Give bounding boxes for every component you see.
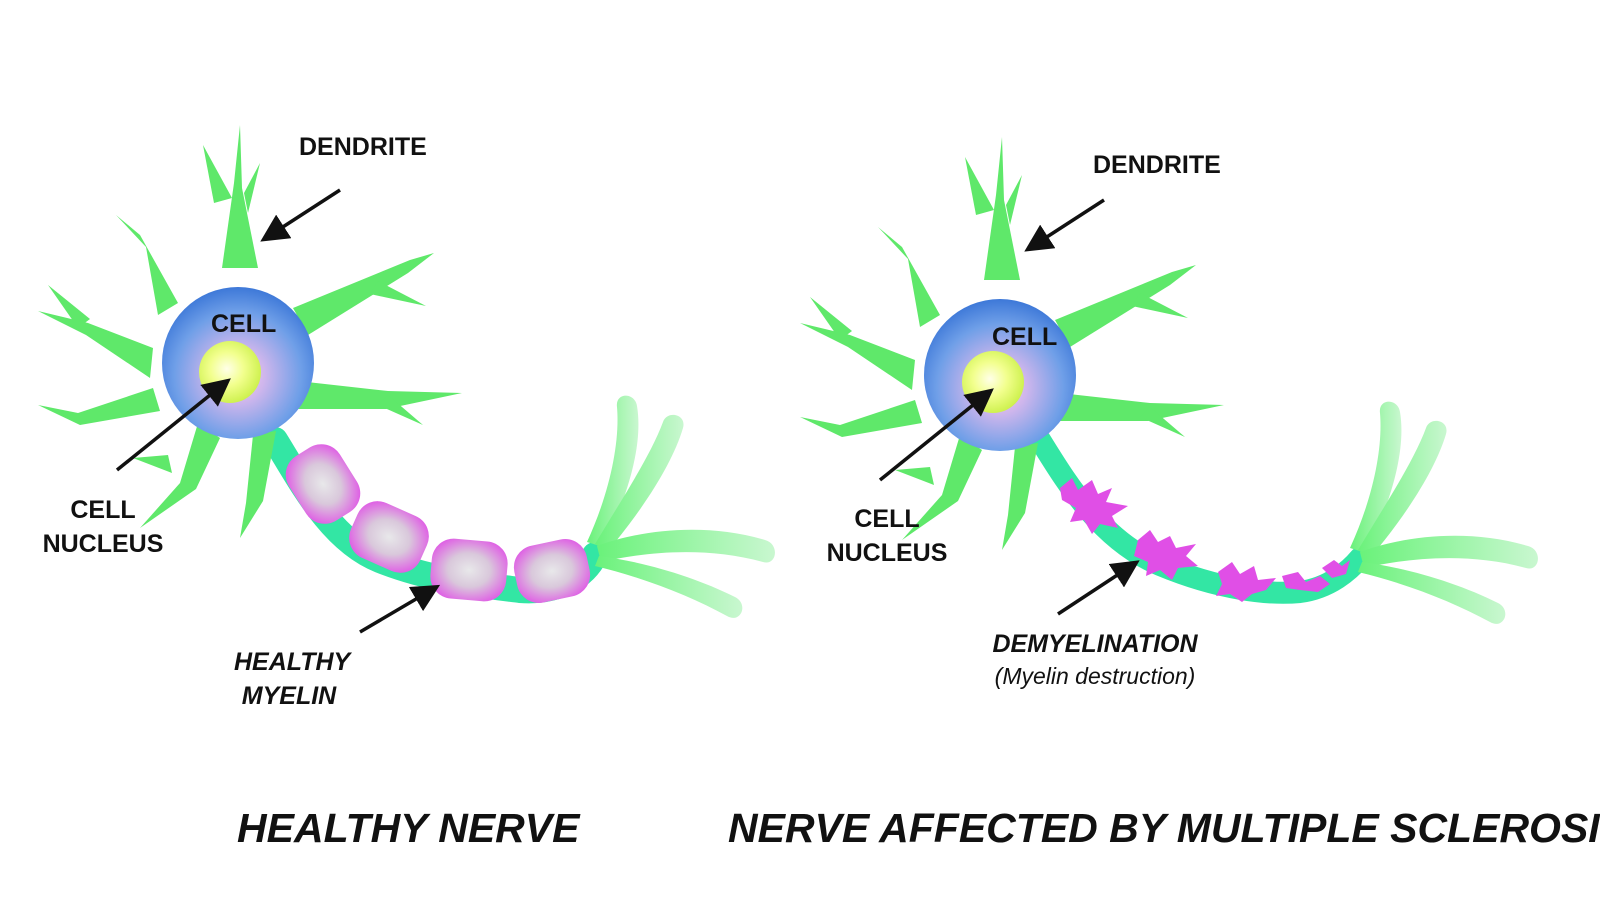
ms-demyelination-text: DEMYELINATION <box>992 630 1198 658</box>
ms-nucleus <box>962 351 1024 413</box>
healthy-nucleus-line1: CELL <box>70 496 136 524</box>
healthy-myelin-line2: MYELIN <box>241 682 337 710</box>
ms-nucleus-arrow <box>878 388 994 482</box>
healthy-dendrite-arrow <box>260 188 341 242</box>
healthy-axon-terminal <box>587 395 775 618</box>
healthy-nucleus-arrow <box>115 378 231 472</box>
ms-damaged-myelin <box>1060 478 1350 602</box>
ms-nucleus-label: CELL NUCLEUS <box>822 502 952 570</box>
healthy-arrows <box>115 188 441 634</box>
healthy-myelin-label: HEALTHY MYELIN <box>234 645 351 713</box>
ms-dendrite-label: DENDRITE <box>1093 151 1221 179</box>
healthy-myelin-line1: HEALTHY <box>234 648 351 676</box>
ms-arrows <box>878 198 1140 616</box>
ms-nucleus-line1: CELL <box>854 505 920 533</box>
healthy-nucleus <box>199 341 261 403</box>
ms-cell-label: CELL <box>992 323 1058 351</box>
healthy-cell-label: CELL <box>211 310 277 338</box>
healthy-myelin-sheath <box>285 444 591 603</box>
healthy-nerve-title: HEALTHY NERVE <box>237 805 580 851</box>
ms-nucleus-line2: NUCLEUS <box>826 539 948 567</box>
healthy-neuron <box>38 125 775 634</box>
ms-demyelination-label: DEMYELINATION (Myelin destruction) <box>975 627 1215 691</box>
healthy-dendrite-label: DENDRITE <box>299 133 427 161</box>
ms-neuron <box>800 137 1538 624</box>
ms-axon-terminal <box>1350 401 1538 624</box>
healthy-nucleus-label: CELL NUCLEUS <box>38 493 168 561</box>
healthy-myelin-arrow <box>359 584 441 634</box>
ms-demyelination-note: (Myelin destruction) <box>994 663 1196 689</box>
healthy-nucleus-line2: NUCLEUS <box>42 530 164 558</box>
ms-dendrite-arrow <box>1024 198 1105 252</box>
ms-demyelination-arrow <box>1057 560 1140 616</box>
ms-nerve-title: NERVE AFFECTED BY MULTIPLE SCLEROSIS <box>728 805 1600 851</box>
